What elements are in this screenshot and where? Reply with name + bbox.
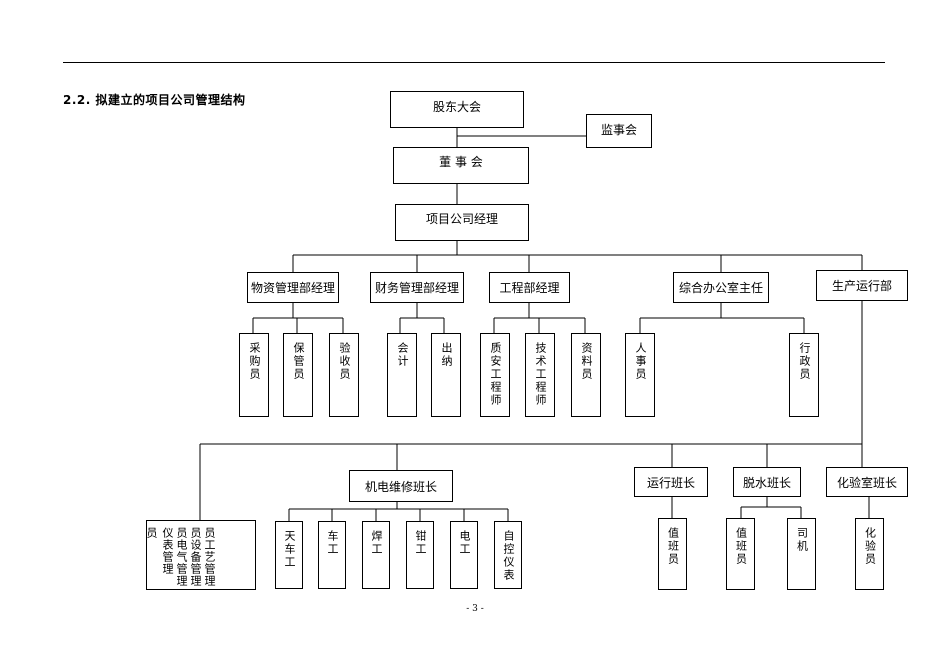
supervisors-label: 监事会: [600, 123, 637, 137]
dept-production: 生产运行部: [816, 270, 908, 301]
lab-lead-box: 化验室班长: [826, 467, 908, 497]
staff-personnel: 人事员: [625, 333, 655, 417]
dept-materials: 物资管理部经理: [247, 272, 339, 303]
crew-fitter-label: 钳工: [414, 530, 427, 556]
staff-technical-engineer: 技术工程师: [525, 333, 555, 417]
supervisors-box: 监事会: [586, 114, 652, 148]
section-title: 2.2. 拟建立的项目公司管理结构: [63, 93, 246, 107]
manager-label: 项目公司经理: [425, 212, 498, 226]
driver: 司机: [787, 518, 816, 590]
dept-materials-label: 物资管理部经理: [250, 281, 335, 295]
crew-electrician: 电工: [450, 521, 478, 589]
staff-accountant: 会计: [387, 333, 417, 417]
dept-office: 综合办公室主任: [673, 272, 769, 303]
crew-instrumentation-label: 自控仪表: [502, 530, 515, 582]
managers-col-2: 员电气管理: [175, 527, 188, 587]
dewater-lead-box: 脱水班长: [733, 467, 801, 497]
crew-fitter: 钳工: [406, 521, 434, 589]
ops-staff: 值班员: [658, 518, 687, 590]
manager-box: 项目公司经理: [395, 204, 529, 241]
managers-group: 员 仪表管理 员电气管理 员设备管理 员工艺管理: [146, 520, 256, 590]
shareholders-box: 股东大会: [390, 91, 524, 128]
crew-crane-label: 天车工: [283, 530, 296, 569]
crew-instrumentation: 自控仪表: [494, 521, 522, 589]
staff-records: 资料员: [571, 333, 601, 417]
staff-purchasing: 采购员: [239, 333, 269, 417]
dewater-staff: 值班员: [726, 518, 755, 590]
board-box: 董 事 会: [393, 147, 529, 184]
mech-lead-box: 机电维修班长: [349, 470, 453, 502]
dewater-lead-label: 脱水班长: [742, 475, 791, 490]
lab-lead-label: 化验室班长: [836, 475, 897, 490]
staff-accountant-label: 会计: [396, 342, 409, 368]
managers-col-0: 员: [146, 527, 158, 539]
header-rule: [63, 62, 885, 63]
staff-records-label: 资料员: [580, 342, 593, 381]
crew-welder: 焊工: [362, 521, 390, 589]
page-number: - 3 -: [466, 604, 484, 614]
chemist-label: 化验员: [863, 527, 877, 566]
staff-personnel-label: 人事员: [634, 342, 647, 381]
crew-lathe: 车工: [318, 521, 346, 589]
dept-engineering: 工程部经理: [489, 272, 570, 303]
shareholders-label: 股东大会: [432, 100, 481, 114]
dewater-staff-label: 值班员: [734, 527, 748, 566]
managers-col-4: 员工艺管理: [203, 527, 216, 587]
dept-finance-label: 财务管理部经理: [374, 281, 459, 295]
driver-label: 司机: [795, 527, 809, 553]
staff-inspector-label: 验收员: [338, 342, 351, 381]
crew-crane: 天车工: [275, 521, 303, 589]
staff-cashier: 出纳: [431, 333, 461, 417]
staff-cashier-label: 出纳: [440, 342, 453, 368]
staff-custodian: 保管员: [283, 333, 313, 417]
staff-technical-engineer-label: 技术工程师: [534, 342, 547, 407]
crew-lathe-label: 车工: [326, 530, 339, 556]
crew-electrician-label: 电工: [458, 530, 471, 556]
staff-purchasing-label: 采购员: [248, 342, 261, 381]
board-label: 董 事 会: [439, 155, 483, 169]
dept-finance: 财务管理部经理: [370, 272, 464, 303]
ops-lead-box: 运行班长: [634, 467, 708, 497]
crew-welder-label: 焊工: [370, 530, 383, 556]
mech-lead-label: 机电维修班长: [364, 479, 437, 494]
chemist: 化验员: [855, 518, 884, 590]
staff-admin: 行政员: [789, 333, 819, 417]
dept-production-label: 生产运行部: [831, 279, 892, 293]
dept-office-label: 综合办公室主任: [678, 281, 763, 295]
staff-admin-label: 行政员: [798, 342, 811, 381]
staff-inspector: 验收员: [329, 333, 359, 417]
managers-col-3: 员设备管理: [189, 527, 202, 587]
ops-staff-label: 值班员: [666, 527, 680, 566]
dept-engineering-label: 工程部经理: [499, 281, 560, 295]
staff-custodian-label: 保管员: [292, 342, 305, 381]
ops-lead-label: 运行班长: [646, 475, 695, 490]
staff-quality-engineer-label: 质安工程师: [489, 342, 502, 407]
staff-quality-engineer: 质安工程师: [480, 333, 510, 417]
managers-col-1: 仪表管理: [161, 527, 174, 575]
